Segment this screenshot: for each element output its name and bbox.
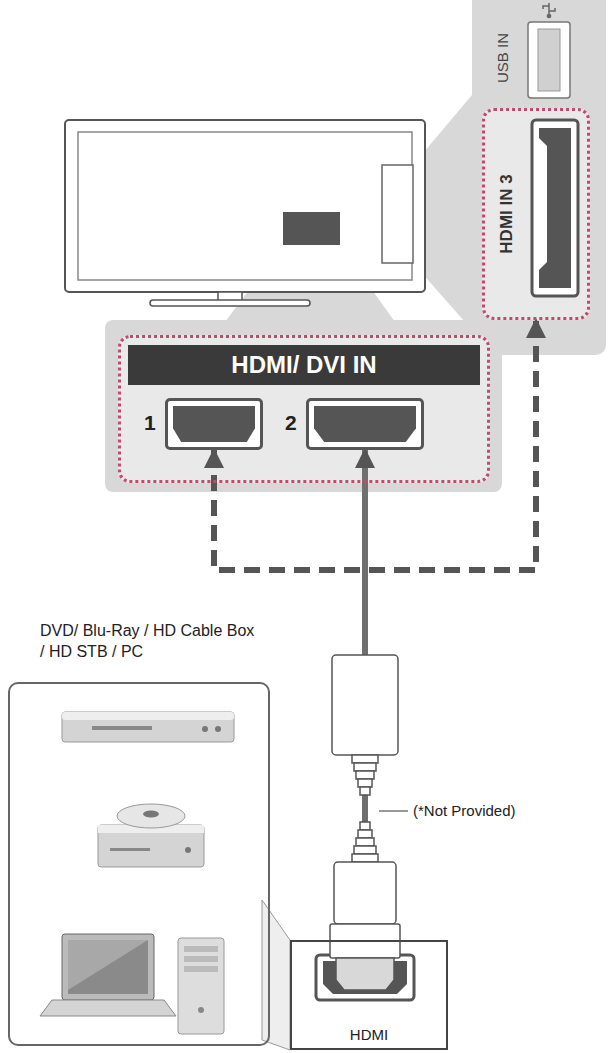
side-panel bbox=[472, 0, 606, 355]
side-jack-area bbox=[382, 165, 413, 263]
port-label: HDMI bbox=[292, 1026, 446, 1043]
port-label: USB IN bbox=[494, 33, 511, 83]
rear-panel bbox=[105, 320, 502, 492]
hdmi-port-box: 2 bbox=[306, 398, 424, 450]
laptop-icon bbox=[40, 934, 176, 1016]
tv-frame bbox=[65, 120, 425, 292]
callout-wedge bbox=[262, 900, 290, 1050]
rear-jack-area bbox=[283, 212, 340, 245]
panel-inner bbox=[482, 108, 590, 320]
panel-inner bbox=[118, 335, 490, 483]
hdmi-port bbox=[532, 120, 578, 296]
note-label: (*Not Provided) bbox=[413, 802, 516, 819]
hdmi-input-region: HDMI IN 3 bbox=[482, 108, 590, 320]
device-group-box: DVD/ Blu-Ray / HD Cable Box / HD STB / P… bbox=[8, 682, 270, 1046]
group-heading: DVD/ Blu-Ray / HD Cable Box / HD STB / P… bbox=[40, 620, 255, 662]
usb-slot bbox=[538, 29, 560, 91]
usb-port bbox=[528, 22, 570, 98]
pc-tower-icon bbox=[178, 938, 224, 1034]
leader-line bbox=[379, 810, 408, 811]
hdmi-port-box: 1 bbox=[165, 398, 263, 450]
hdmi-port-slot bbox=[314, 406, 416, 442]
hdmi-port-slot bbox=[173, 406, 255, 442]
hdmi-plug-upper bbox=[332, 655, 398, 795]
usb-symbol bbox=[543, 3, 555, 18]
hdmi-plug-lower bbox=[330, 822, 400, 990]
tv-base bbox=[150, 300, 310, 306]
side-panel-box: USB IN HDMI IN 3 bbox=[472, 0, 606, 355]
dvd-player-icon bbox=[62, 712, 234, 742]
device-port-box: HDMI bbox=[290, 940, 448, 1050]
hdmi-input-region: HDMI/ DVI IN12 bbox=[118, 335, 490, 483]
hdmi-port bbox=[316, 955, 414, 1000]
port-label: HDMI IN 3 bbox=[497, 174, 517, 253]
port-label: HDMI/ DVI IN bbox=[128, 345, 480, 385]
bluray-player-icon bbox=[98, 804, 204, 867]
tv-screen bbox=[78, 132, 412, 280]
port-number: 1 bbox=[144, 411, 156, 435]
port-number: 2 bbox=[285, 411, 297, 435]
hdmi-port-slot bbox=[539, 128, 571, 288]
